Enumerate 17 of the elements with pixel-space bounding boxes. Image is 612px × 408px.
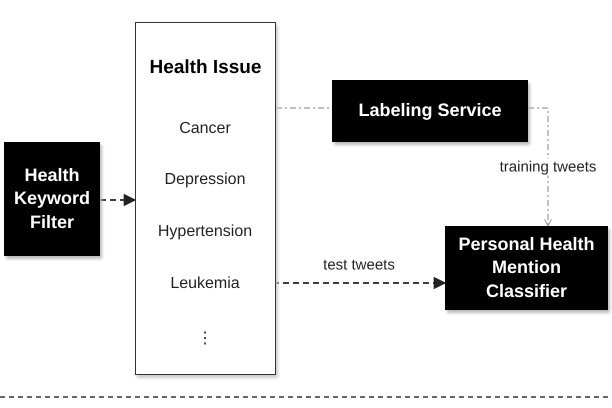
box-label: Personal Health Mention Classifier (457, 232, 596, 303)
row-label: Cancer (179, 120, 231, 138)
row-label: ⋮ (197, 329, 213, 348)
connector-line (276, 107, 332, 109)
row-label: Leukemia (170, 275, 240, 293)
health-issue-table (135, 22, 276, 375)
edge-label: training tweets (498, 158, 598, 176)
row-label: Hypertension (158, 223, 252, 241)
arrow (100, 194, 136, 206)
box-label: Health Keyword Filter (12, 164, 92, 234)
table-heading: Health Issue (150, 57, 262, 79)
process-box (445, 226, 608, 310)
process-box (4, 142, 100, 256)
row-label: Depression (164, 171, 246, 189)
box-label: Labeling Service (358, 99, 502, 122)
arrow (528, 107, 552, 226)
process-box (332, 80, 528, 142)
